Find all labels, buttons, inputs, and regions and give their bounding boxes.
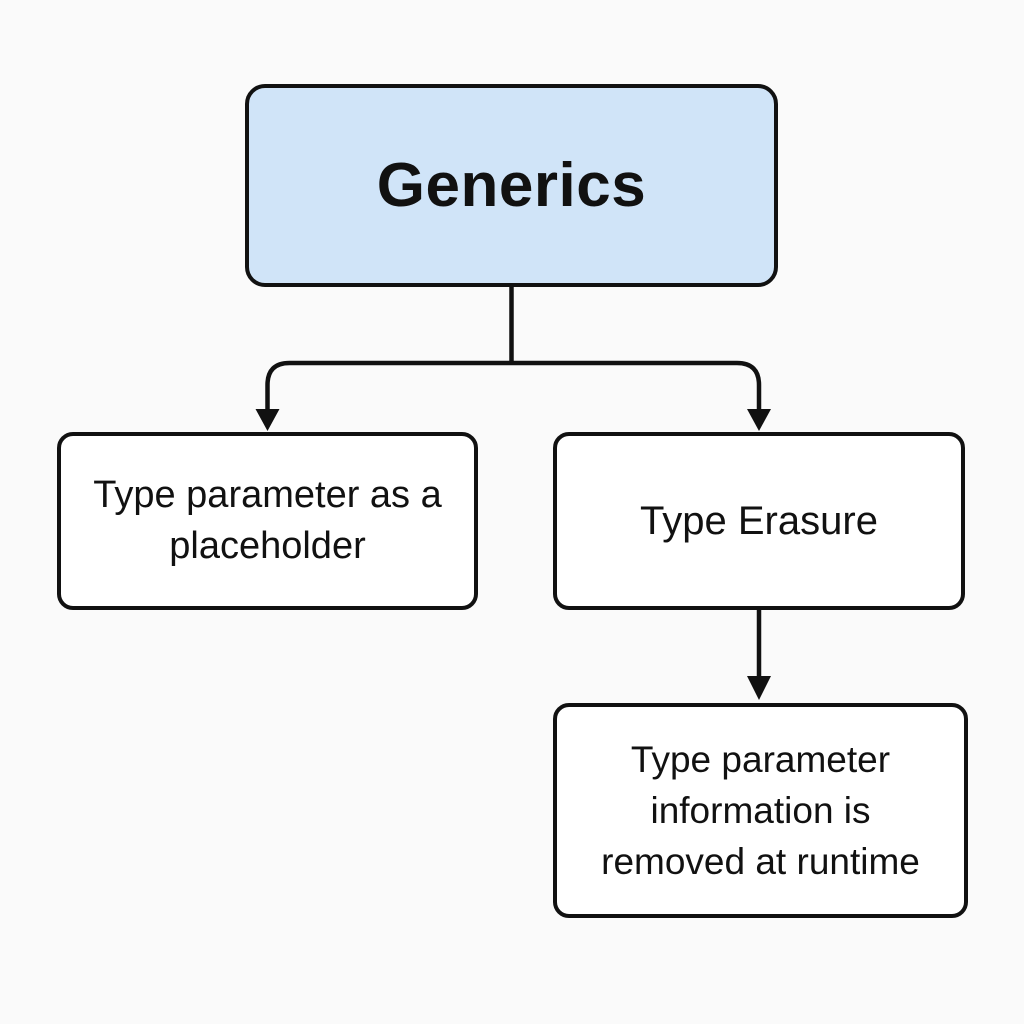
- arrowhead-to-type-erasure: [747, 409, 771, 431]
- arrowhead-to-placeholder: [255, 409, 280, 431]
- node-type-parameter-placeholder-label: Type parameter as a placeholder: [93, 473, 442, 567]
- node-type-erasure-label: Type Erasure: [640, 498, 878, 543]
- node-type-erasure: Type Erasure: [553, 432, 965, 610]
- node-type-parameter-placeholder: Type parameter as a placeholder: [57, 432, 478, 610]
- node-generics-label: Generics: [376, 151, 647, 220]
- node-type-erasure-runtime: Type parameter information is removed at…: [553, 703, 968, 918]
- node-type-erasure-runtime-label: Type parameter information is removed at…: [601, 738, 920, 883]
- node-generics: Generics: [245, 84, 778, 287]
- arrowhead-to-runtime: [747, 676, 771, 700]
- edge-branch: [265, 360, 762, 411]
